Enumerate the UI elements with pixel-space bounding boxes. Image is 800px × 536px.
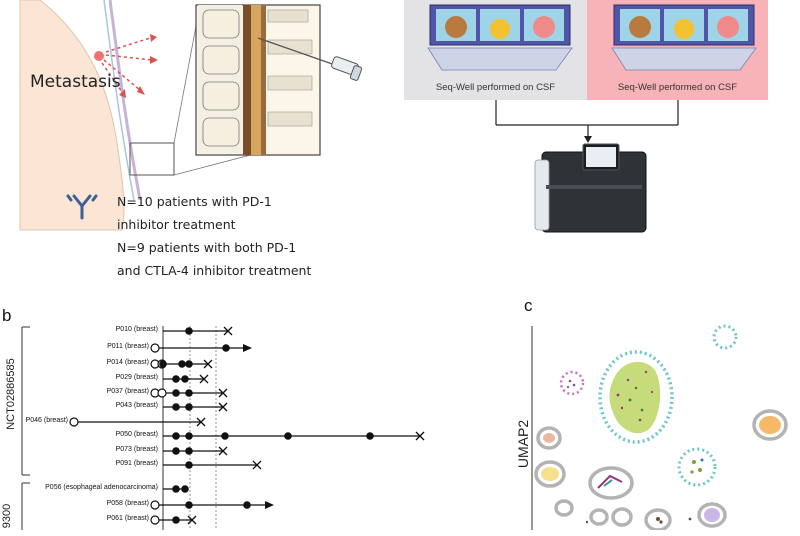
x-end-marker (218, 388, 228, 398)
filled-dot-marker (185, 461, 193, 469)
timeline-row (69, 417, 206, 427)
filled-dot-marker (172, 389, 180, 397)
x-end-marker (199, 374, 209, 384)
timeline-row (163, 326, 233, 336)
cohort-line-1: N=10 patients with PD-1 (117, 194, 272, 209)
patient-label: P091 (breast) (115, 460, 158, 467)
timeline-row (163, 485, 189, 493)
metastasis-label: Metastasis (30, 72, 121, 92)
umap-axis-label: UMAP2 (515, 419, 531, 469)
filled-dot-marker (172, 432, 180, 440)
open-circle-marker (150, 343, 160, 353)
open-circle-marker (150, 359, 160, 369)
x-end-marker (196, 417, 206, 427)
seqwell-right-array (611, 4, 757, 71)
umap-cluster-main (609, 361, 661, 434)
filled-dot-marker (284, 432, 292, 440)
trial-label-2: 9300 (1, 503, 13, 529)
timeline-row (163, 402, 228, 412)
open-circle-marker (157, 359, 167, 369)
antibody-icon (66, 194, 98, 220)
patient-label: P011 (breast) (107, 343, 149, 350)
x-end-marker (252, 460, 262, 470)
timeline-row (150, 359, 213, 369)
open-circle-marker (150, 515, 160, 525)
filled-dot-marker (185, 403, 193, 411)
timeline-row (163, 446, 228, 456)
panel-c-letter: c (524, 296, 533, 315)
spine-inset (195, 4, 321, 156)
patient-label: P014 (breast) (106, 359, 149, 366)
timeline-row (163, 460, 262, 470)
filled-dot-marker (185, 447, 193, 455)
patient-label: P029 (breast) (115, 374, 158, 381)
filled-dot-marker (185, 389, 193, 397)
x-end-marker (203, 359, 213, 369)
filled-dot-marker (185, 432, 193, 440)
open-circle-marker (150, 388, 160, 398)
arrow-end-marker (243, 344, 252, 352)
filled-dot-marker (185, 327, 193, 335)
lumbar-puncture-needle (257, 37, 363, 81)
x-end-marker (415, 431, 425, 441)
patient-label: P058 (breast) (106, 500, 149, 507)
cohort-line-2: inhibitor treatment (117, 217, 236, 232)
filled-dot-marker (243, 501, 251, 509)
merge-bracket (495, 100, 679, 138)
timeline-row (150, 515, 197, 525)
x-end-marker (223, 326, 233, 336)
timeline-row (163, 374, 209, 384)
primary-tumor (94, 51, 104, 61)
filled-dot-marker (185, 360, 193, 368)
seqwell-left-array (427, 4, 573, 71)
body-silhouette (19, 0, 125, 231)
filled-dot-marker (185, 501, 193, 509)
umap-cluster-dotted-right (677, 447, 717, 487)
patient-label: P056 (esophageal adenocarcinoma) (45, 484, 158, 491)
filled-dot-marker (172, 447, 180, 455)
filled-dot-marker (181, 375, 189, 383)
filled-dot-marker (222, 344, 230, 352)
patient-label: P010 (breast) (115, 326, 158, 333)
seqwell-left-caption: Seq-Well performed on CSF (435, 82, 556, 93)
filled-dot-marker (159, 360, 167, 368)
x-end-marker (218, 402, 228, 412)
arrow-end-marker (265, 501, 274, 509)
filled-dot-marker (172, 403, 180, 411)
seqwell-right-caption: Seq-Well performed on CSF (617, 82, 738, 93)
umap-cluster-dotted-pink (559, 370, 585, 396)
umap-cluster-main-ring (598, 350, 674, 444)
cohort-line-3: N=9 patients with both PD-1 (117, 240, 297, 255)
filled-dot-marker (178, 360, 186, 368)
filled-dot-marker (181, 485, 189, 493)
panel-b-letter: b (2, 306, 12, 325)
timeline-row (150, 388, 228, 398)
open-circle-marker (150, 500, 160, 510)
timeline-row (150, 500, 274, 510)
filled-dot-marker (172, 516, 180, 524)
filled-dot-marker (172, 485, 180, 493)
patient-label: P073 (breast) (115, 446, 158, 453)
timeline-row (150, 343, 252, 353)
cohort-line-4: and CTLA-4 inhibitor treatment (117, 263, 312, 278)
patient-label: P050 (breast) (115, 431, 158, 438)
trial-label-1: NCT02886585 (5, 358, 17, 430)
open-circle-marker (157, 388, 167, 398)
x-end-marker (187, 515, 197, 525)
open-circle-marker (69, 417, 79, 427)
patient-label: P043 (breast) (115, 402, 158, 409)
umap-cluster-dotted-small (712, 324, 738, 350)
filled-dot-marker (172, 375, 180, 383)
x-end-marker (218, 446, 228, 456)
filled-dot-marker (366, 432, 374, 440)
zoom-region (129, 142, 175, 176)
patient-label: P046 (breast) (25, 417, 68, 424)
timeline-row (163, 431, 425, 441)
sequencer-machine (534, 143, 647, 233)
panel-a-illustration (19, 0, 768, 233)
patient-label: P037 (breast) (106, 388, 149, 395)
patient-label: P061 (breast) (106, 515, 149, 522)
filled-dot-marker (221, 432, 229, 440)
